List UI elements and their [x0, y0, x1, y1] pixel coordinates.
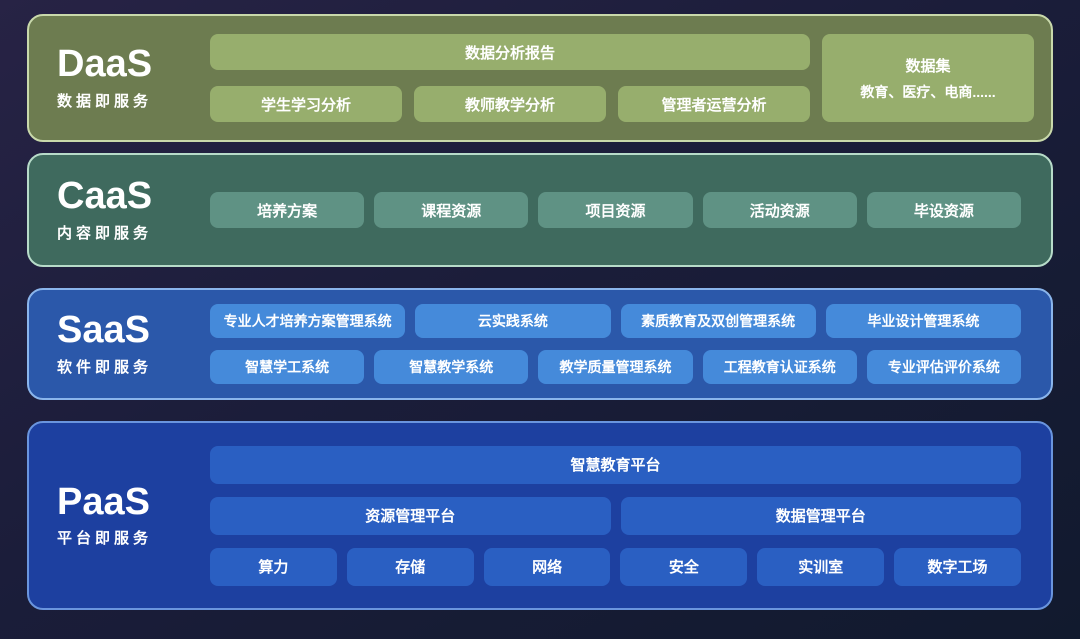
caas-button-project-resources: 项目资源 — [538, 192, 693, 228]
saas-button-cloud-practice-system: 云实践系统 — [415, 304, 611, 338]
caas-button-row: 培养方案 课程资源 项目资源 活动资源 毕设资源 — [210, 192, 1022, 228]
paas-button-compute: 算力 — [210, 547, 337, 586]
daas-content: 数据分析报告 学生学习分析 教师教学分析 管理者运营分析 数据集 教育、医疗、电… — [210, 16, 1034, 140]
caas-acronym: CaaS — [57, 175, 153, 218]
saas-subtitle: 软件即服务 — [57, 358, 153, 376]
daas-dataset-detail: 教育、医疗、电商...... — [860, 83, 996, 100]
saas-button-student-affairs-system: 智慧学工系统 — [210, 350, 365, 384]
daas-button-manager-analysis: 管理者运营分析 — [618, 86, 810, 122]
paas-acronym: PaaS — [57, 480, 150, 523]
caas-content: 培养方案 课程资源 项目资源 活动资源 毕设资源 — [210, 155, 1022, 265]
saas-button-teaching-quality-system: 教学质量管理系统 — [538, 350, 693, 384]
paas-button-training-room: 实训室 — [757, 547, 885, 586]
saas-button-quality-innovation-system: 素质教育及双创管理系统 — [620, 304, 816, 338]
saas-button-evaluation-system: 专业评估评价系统 — [866, 350, 1022, 384]
paas-infra-row: 算力 存储 网络 安全 实训室 数字工场 — [210, 547, 1021, 586]
saas-row-2: 智慧学工系统 智慧教学系统 教学质量管理系统 工程教育认证系统 专业评估评价系统 — [210, 350, 1022, 384]
daas-label: DaaS 数据即服务 — [57, 16, 207, 140]
paas-button-network: 网络 — [483, 547, 611, 586]
caas-button-course-resources: 课程资源 — [374, 192, 529, 228]
saas-button-graduation-design-system: 毕业设计管理系统 — [825, 304, 1021, 338]
saas-button-engineering-accreditation-system: 工程教育认证系统 — [702, 350, 857, 384]
caas-button-training-plan: 培养方案 — [210, 192, 365, 228]
daas-main-column: 数据分析报告 学生学习分析 教师教学分析 管理者运营分析 — [210, 34, 810, 122]
paas-subtitle: 平台即服务 — [57, 530, 153, 548]
layer-daas: DaaS 数据即服务 数据分析报告 学生学习分析 教师教学分析 管理者运营分析 … — [27, 14, 1053, 142]
daas-subtitle: 数据即服务 — [57, 92, 153, 110]
daas-button-teacher-analysis: 教师教学分析 — [414, 86, 606, 122]
daas-dataset-title: 数据集 — [905, 57, 951, 75]
paas-button-storage: 存储 — [346, 547, 474, 586]
paas-content: 智慧教育平台 资源管理平台 数据管理平台 算力 存储 网络 安全 实训室 数字工… — [210, 423, 1021, 608]
daas-acronym: DaaS — [57, 43, 153, 86]
daas-button-row: 学生学习分析 教师教学分析 管理者运营分析 — [210, 86, 810, 122]
daas-button-student-analysis: 学生学习分析 — [210, 86, 402, 122]
paas-button-digital-factory: 数字工场 — [894, 547, 1021, 586]
caas-button-activity-resources: 活动资源 — [702, 192, 857, 228]
saas-button-smart-teaching-system: 智慧教学系统 — [374, 350, 529, 384]
paas-button-security: 安全 — [620, 547, 748, 586]
paas-data-management-platform: 数据管理平台 — [620, 496, 1021, 535]
saas-label: SaaS 软件即服务 — [57, 290, 207, 398]
caas-label: CaaS 内容即服务 — [57, 155, 207, 265]
layer-saas: SaaS 软件即服务 专业人才培养方案管理系统 云实践系统 素质教育及双创管理系… — [27, 288, 1053, 400]
paas-label: PaaS 平台即服务 — [57, 423, 207, 608]
saas-acronym: SaaS — [57, 309, 150, 352]
saas-row-1: 专业人才培养方案管理系统 云实践系统 素质教育及双创管理系统 毕业设计管理系统 — [210, 304, 1021, 338]
saas-content: 专业人才培养方案管理系统 云实践系统 素质教育及双创管理系统 毕业设计管理系统 … — [210, 290, 1022, 398]
layer-caas: CaaS 内容即服务 培养方案 课程资源 项目资源 活动资源 毕设资源 — [27, 153, 1053, 267]
daas-report-bar: 数据分析报告 — [210, 34, 810, 70]
caas-button-graduation-resources: 毕设资源 — [866, 192, 1022, 228]
paas-platform-row: 资源管理平台 数据管理平台 — [210, 496, 1021, 535]
paas-smart-education-platform-bar: 智慧教育平台 — [210, 445, 1021, 484]
saas-button-talent-plan-system: 专业人才培养方案管理系统 — [210, 304, 406, 338]
paas-resource-management-platform: 资源管理平台 — [210, 496, 611, 535]
caas-subtitle: 内容即服务 — [57, 224, 153, 242]
layer-paas: PaaS 平台即服务 智慧教育平台 资源管理平台 数据管理平台 算力 存储 网络… — [27, 421, 1053, 610]
daas-dataset-box: 数据集 教育、医疗、电商...... — [822, 34, 1034, 122]
